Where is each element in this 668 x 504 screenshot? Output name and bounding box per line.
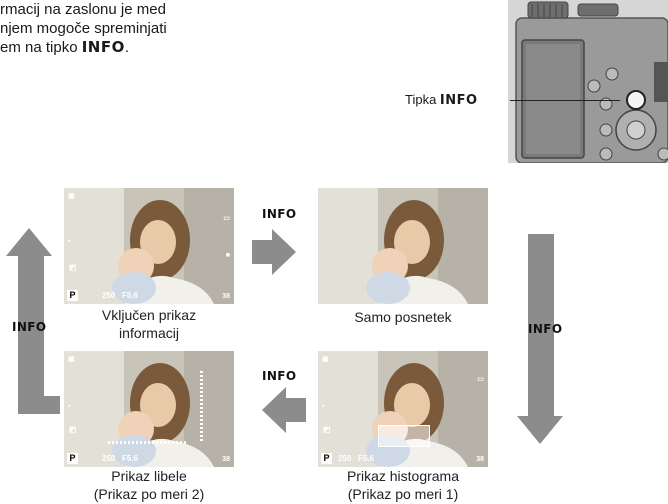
leader-line [510, 100, 620, 102]
battery-icon: ▭ [223, 215, 230, 222]
iso-icon: ▪ [68, 403, 71, 410]
quality-icon: ■ [225, 252, 230, 259]
horizontal-level-bar [108, 441, 188, 444]
arrow-right-icon [252, 229, 296, 275]
intro-line-3: em na tipko INFO. [0, 38, 130, 56]
aperture-value: F5.6 [358, 454, 375, 463]
info-button-label: Tipka INFO [405, 92, 478, 108]
screen-image-only [318, 188, 488, 304]
info-label-bottom: INFO [262, 369, 297, 383]
aperture-value: F5.6 [122, 291, 139, 300]
arrow-left-icon [262, 387, 306, 433]
vertical-level-bar [200, 371, 203, 441]
frames-remaining: 38 [222, 456, 230, 463]
screen-info-on: ▣ ▪ ◩ ▭ ■ P 250 F5.6 38 [64, 188, 234, 304]
info-label-top: INFO [262, 207, 297, 221]
card-icon: ▣ [322, 356, 329, 363]
mode-badge: P [321, 453, 332, 464]
frames-remaining: 38 [222, 293, 230, 300]
camera-back-illustration [508, 0, 668, 163]
caption-histogram: Prikaz histograma (Prikaz po meri 1) [346, 468, 460, 502]
card-icon: ▣ [68, 356, 75, 363]
battery-icon: ▭ [477, 376, 484, 383]
card-icon: ▣ [68, 193, 75, 200]
mode-badge: P [67, 290, 78, 301]
iso-icon: ▪ [322, 403, 325, 410]
info-key-text: INFO [81, 38, 125, 56]
iso-icon: ▪ [68, 238, 71, 245]
intro-text: rmacij na zaslonu je med njem mogoče spr… [0, 0, 260, 57]
intro-line-1: rmacij na zaslonu je med [0, 1, 166, 18]
arrow-up-bracket-icon [6, 228, 60, 414]
histogram-box [378, 425, 430, 447]
shutter-speed: 250 [102, 454, 116, 463]
screen-histogram: ▣ ▪ ◩ ▭ P 250 F5.6 38 [318, 351, 488, 467]
flash-icon: ◩ [69, 425, 77, 434]
info-label-left: INFO [12, 320, 47, 334]
caption-image-only: Samo posnetek [354, 309, 452, 325]
intro-line-2: njem mogoče spreminjati [0, 20, 167, 37]
flash-icon: ◩ [69, 263, 77, 272]
shutter-speed: 250 [338, 454, 352, 463]
info-label-right: INFO [528, 322, 563, 336]
arrow-down-bracket-icon [517, 234, 563, 444]
mode-badge: P [67, 453, 78, 464]
shutter-speed: 250 [102, 291, 116, 300]
caption-level: Prikaz libele (Prikaz po meri 2) [93, 468, 205, 502]
caption-info-on: Vključen prikaz informacij [101, 307, 197, 341]
screen-level: ▣ ▪ ◩ P 250 F5.6 38 [64, 351, 234, 467]
flash-icon: ◩ [323, 425, 331, 434]
aperture-value: F5.6 [122, 454, 139, 463]
frames-remaining: 38 [476, 456, 484, 463]
